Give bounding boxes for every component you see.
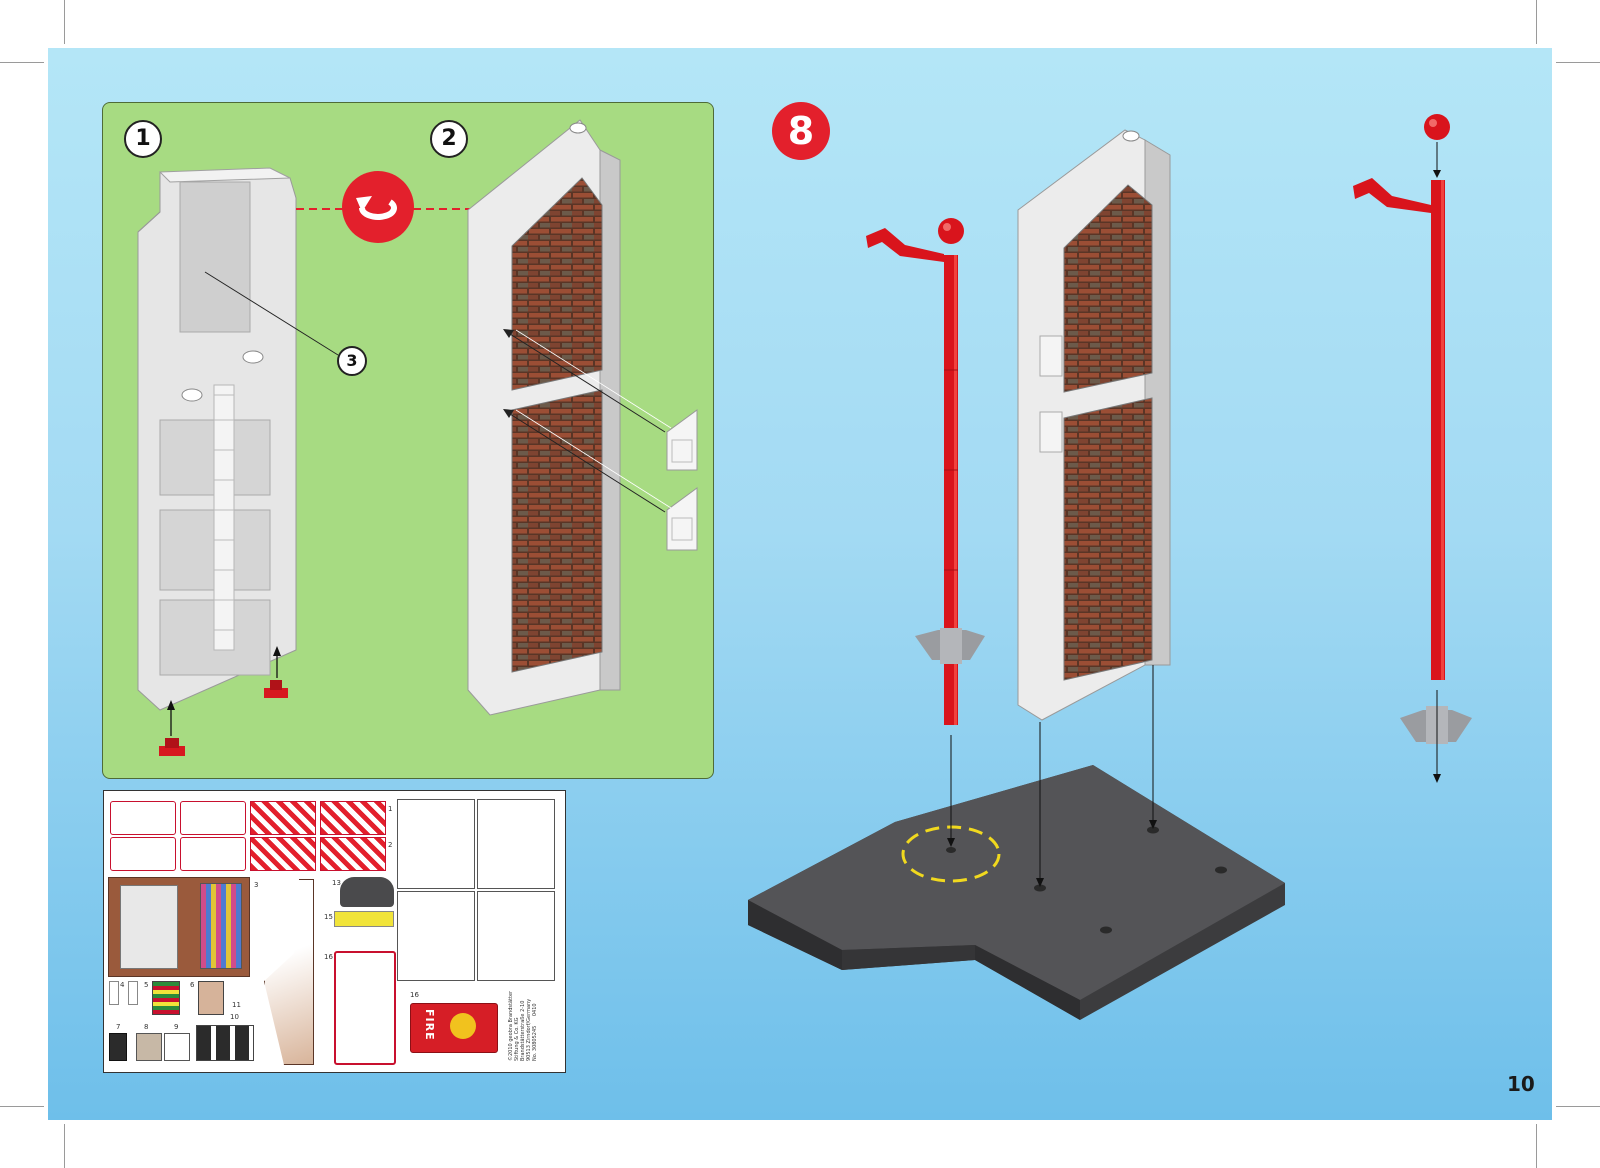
- arrow-line: [515, 329, 672, 429]
- sticker-fire-label: FIRE: [423, 1009, 436, 1041]
- red-foot-piece: [159, 680, 288, 756]
- crop-mark: [1556, 1106, 1600, 1107]
- substep-number: 2: [430, 120, 468, 158]
- sticker-blank: [180, 837, 246, 871]
- arrow-line: [515, 409, 672, 509]
- sticker-small: [109, 981, 119, 1005]
- sticker-hazard-stripe: [250, 801, 316, 835]
- sticker-small: [128, 981, 138, 1005]
- wall-back-view: [137, 167, 297, 711]
- sticker-number: 9: [174, 1023, 179, 1031]
- sticker-blank: [110, 801, 176, 835]
- crop-mark: [0, 62, 44, 63]
- sticker-blank: [180, 801, 246, 835]
- arrow-head: [947, 838, 955, 847]
- arrow-line: [509, 413, 666, 513]
- page-number: 10: [1507, 1072, 1535, 1096]
- arrow-line: [509, 333, 666, 433]
- sticker-locker: [120, 885, 178, 969]
- copyright-text: ©2010 geobra Brandstätter Stiftung & Co.…: [508, 990, 538, 1061]
- sticker-hazard-stripe: [320, 801, 386, 835]
- sticker-map: [198, 981, 224, 1015]
- lamp-post: [866, 218, 985, 725]
- sticker-number: 1: [388, 805, 393, 813]
- sticker-window: [397, 799, 475, 889]
- lamp-post-detail: [1353, 114, 1472, 744]
- sticker-number: 3: [254, 881, 259, 889]
- sticker-blank: [110, 837, 176, 871]
- sticker-yellow-strip: [334, 911, 394, 927]
- sticker-color-grid: [152, 981, 180, 1015]
- sticker-door: [334, 951, 396, 1065]
- crop-mark: [1536, 1124, 1537, 1168]
- sticker-number: 2: [388, 841, 393, 849]
- sticker-hazard-stripe: [320, 837, 386, 871]
- crop-mark: [0, 1106, 44, 1107]
- crop-mark: [64, 1124, 65, 1168]
- sticker-sheet: 1 2 3 13 15 16 11 4 5 6 7 8 9 10 16 FIRE…: [103, 790, 566, 1073]
- sticker-number: 15: [324, 913, 333, 921]
- arrow-head: [1433, 170, 1441, 178]
- sticker-number: 10: [230, 1013, 239, 1021]
- sticker-number: 7: [116, 1023, 121, 1031]
- sticker-number: 6: [190, 981, 195, 989]
- arrow-head: [1433, 774, 1441, 783]
- crop-mark: [1556, 62, 1600, 63]
- arrow-head: [273, 646, 281, 656]
- callout-number: 3: [337, 346, 367, 376]
- base-plate: [748, 765, 1285, 1020]
- sticker-wall-outline: [264, 879, 314, 1065]
- arrow-head: [503, 329, 514, 338]
- arrow-head: [1036, 878, 1044, 887]
- sticker-number: 4: [120, 981, 125, 989]
- arrow-head: [1149, 820, 1157, 829]
- rotate-arrow-icon: [359, 199, 397, 220]
- sticker-fire-emblem: [450, 1013, 476, 1039]
- callout-line: [204, 271, 339, 356]
- crop-mark: [64, 0, 65, 44]
- sticker-device: [109, 1033, 127, 1061]
- sticker-info: [136, 1033, 162, 1061]
- arrow-head: [503, 409, 514, 418]
- wall-assembled: [1017, 129, 1171, 721]
- sticker-window: [397, 891, 475, 981]
- wall-clip: [666, 409, 698, 551]
- sticker-window: [477, 799, 555, 889]
- sticker-badges: [196, 1025, 254, 1061]
- sticker-number: 13: [332, 879, 341, 887]
- wall-front-view: [467, 119, 621, 716]
- substep-number: 1: [124, 120, 162, 158]
- sticker-blank-white: [164, 1033, 190, 1061]
- sticker-number: 16: [410, 991, 419, 999]
- sticker-number: 16: [324, 953, 333, 961]
- sticker-window: [477, 891, 555, 981]
- sticker-number: 5: [144, 981, 149, 989]
- sticker-number: 11: [232, 1001, 241, 1009]
- arrow-head: [167, 700, 175, 710]
- sticker-number: 8: [144, 1023, 149, 1031]
- step-number: 8: [772, 102, 830, 160]
- sticker-control-panel: [340, 877, 394, 907]
- crop-mark: [1536, 0, 1537, 44]
- rotate-arrow-icon: [342, 171, 414, 243]
- rotate-arrow-icon: [356, 196, 372, 212]
- sticker-hazard-stripe: [250, 837, 316, 871]
- sticker-board: [200, 883, 242, 969]
